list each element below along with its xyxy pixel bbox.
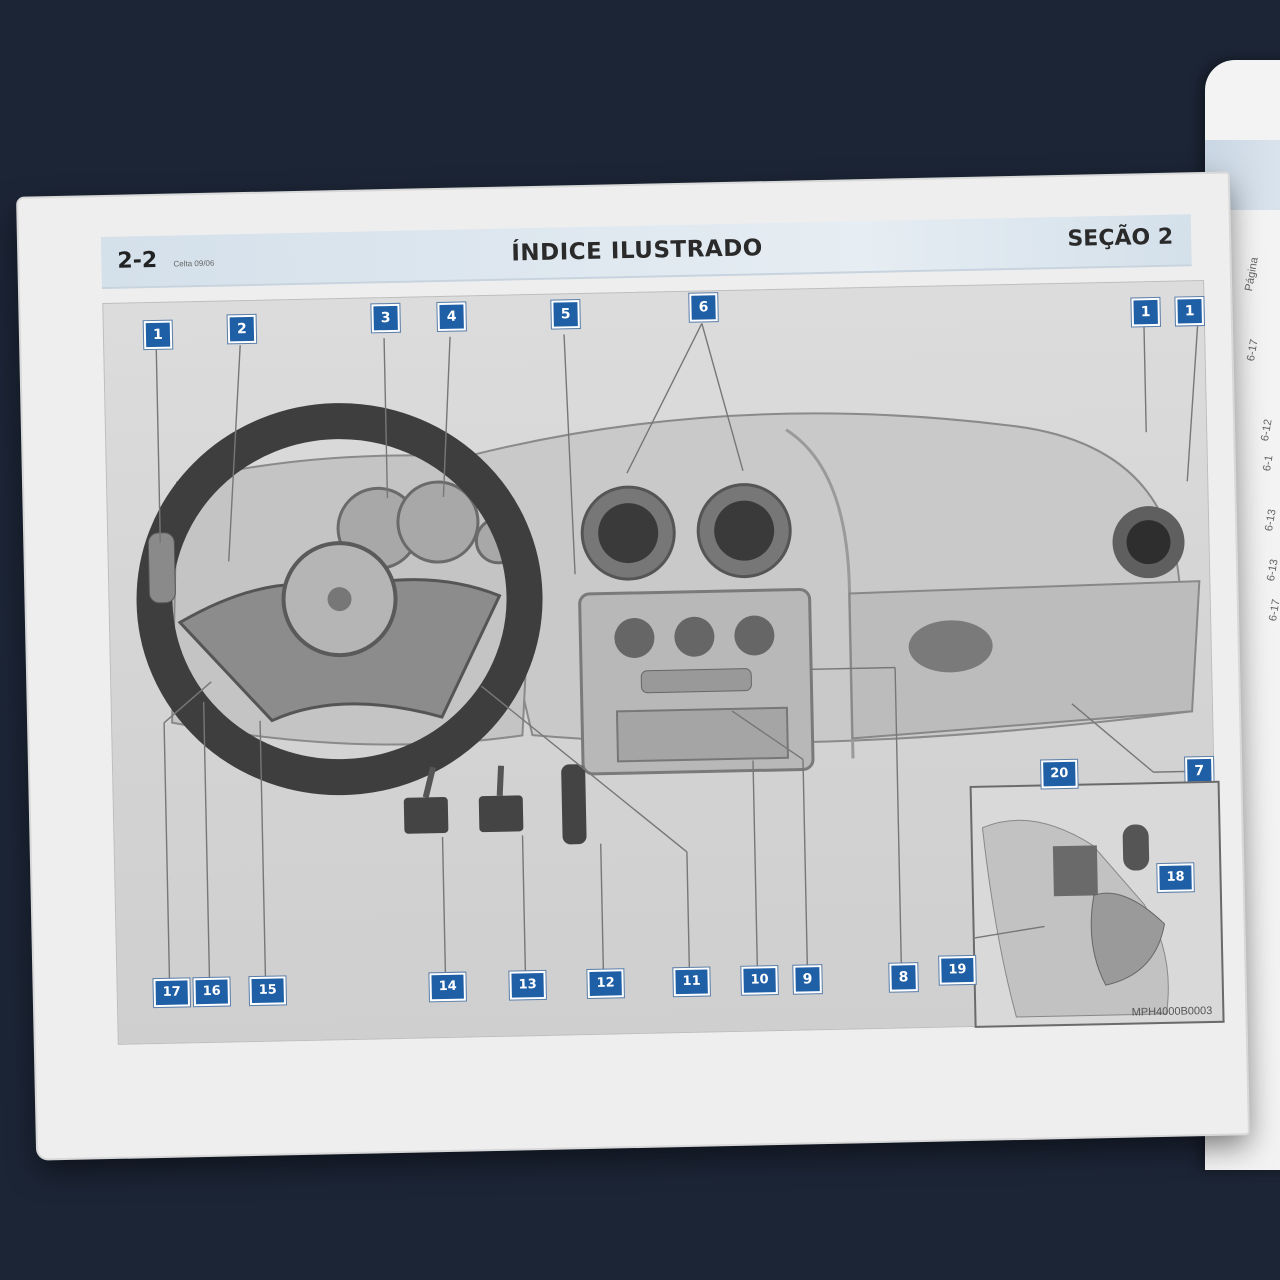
- callout-16: 16: [193, 977, 231, 1007]
- callout-6: 6: [689, 293, 718, 322]
- callout-20: 20: [1041, 759, 1078, 789]
- callout-2: 2: [227, 314, 257, 344]
- dashboard-illustration: [136, 321, 1212, 983]
- callout-9: 9: [793, 965, 822, 994]
- facing-page-heading: Página: [1243, 256, 1261, 293]
- callout-5: 5: [551, 300, 580, 329]
- figure-code: MPH4000B0003: [1131, 1004, 1213, 1019]
- callout-15: 15: [249, 976, 287, 1006]
- facing-page-snippet: 6-13: [1265, 558, 1280, 583]
- callout-1-right-a: 1: [1131, 297, 1160, 327]
- facing-page-snippet: 6-17: [1245, 338, 1261, 363]
- dashboard-figure: 1 2 3 4 5 6 1 1 7 17 16 15 14 13 12 11 1…: [102, 279, 1225, 1045]
- callout-10: 10: [741, 966, 778, 995]
- gear-lever-inset: 20 18: [969, 759, 1225, 1028]
- manual-page: 2-2 Celta 09/06 ÍNDICE ILUSTRADO SEÇÃO 2: [18, 173, 1248, 1159]
- facing-page-snippet: 6-1: [1261, 454, 1276, 473]
- callout-14: 14: [429, 972, 466, 1002]
- callout-1-right-b: 1: [1175, 296, 1204, 326]
- callout-13: 13: [509, 970, 546, 1000]
- callout-11: 11: [673, 967, 710, 997]
- callout-18: 18: [1157, 863, 1194, 893]
- callout-19: 19: [939, 955, 976, 985]
- page-number: 2-2: [117, 247, 158, 274]
- callout-3: 3: [371, 303, 400, 333]
- callout-12: 12: [587, 969, 624, 999]
- page-header: 2-2 Celta 09/06 ÍNDICE ILUSTRADO SEÇÃO 2: [100, 214, 1192, 290]
- facing-page-snippet: 6-13: [1263, 508, 1279, 533]
- facing-page-snippet: 6-12: [1259, 418, 1275, 443]
- callout-4: 4: [437, 302, 466, 332]
- section-label: SEÇÃO 2: [1067, 224, 1174, 252]
- page-code: Celta 09/06: [173, 258, 215, 269]
- callout-1: 1: [143, 320, 173, 350]
- facing-page-snippet: 6-17: [1267, 598, 1280, 623]
- callout-8: 8: [889, 963, 918, 992]
- callout-17: 17: [153, 978, 191, 1008]
- page-title: ÍNDICE ILUSTRADO: [511, 235, 764, 267]
